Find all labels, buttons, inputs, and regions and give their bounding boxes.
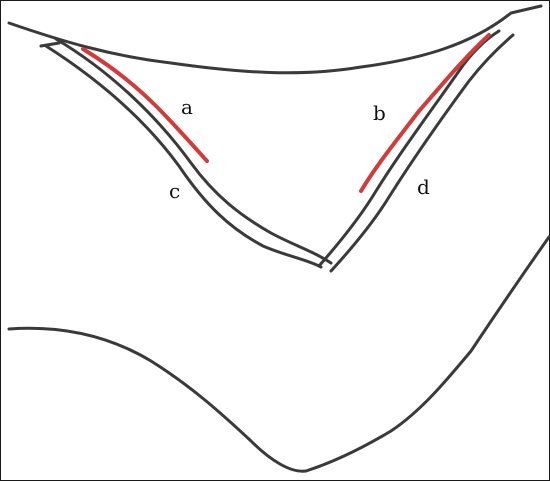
line-d-inner [317,29,501,268]
line-c-inner [54,37,333,265]
label-a: a [181,95,193,119]
label-b: b [373,101,386,125]
highlight-b [359,33,491,193]
label-c: c [169,179,181,203]
label-d: d [417,175,430,199]
line-d-outer [329,33,515,273]
left-tick [39,41,61,48]
lower-contour [7,235,550,473]
highlight-a [81,47,209,163]
top-curve [7,4,543,75]
line-c-outer [44,44,323,269]
